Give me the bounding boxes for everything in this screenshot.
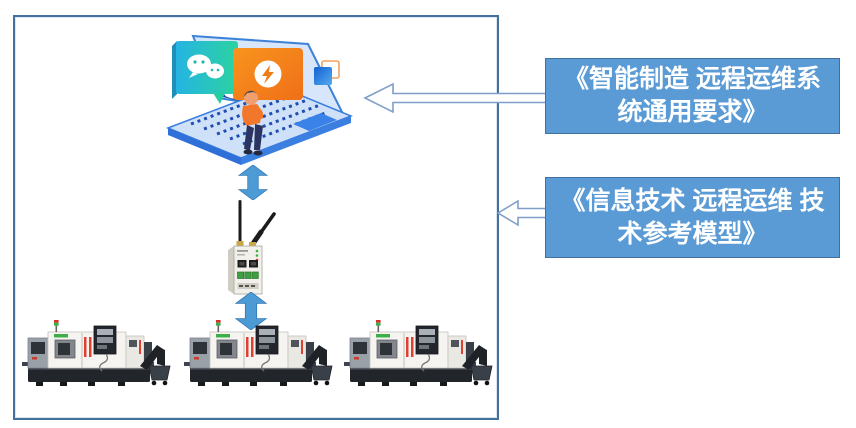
standard-label-line: 术参考模型》 [617, 219, 768, 248]
wechat-chat-panel-icon [172, 41, 238, 104]
standard-label-line: 《智能制造 远程运维系 [564, 65, 821, 93]
cnc-machine-1 [22, 320, 172, 390]
standard-label-information-technology: 《信息技术 远程运维 技 术参考模型》 [545, 177, 840, 258]
user-figure-icon [242, 90, 264, 156]
standard-label-line: 统通用要求》 [617, 98, 768, 126]
pointer-arrow-standard-2 [496, 199, 547, 227]
cnc-machine-2 [184, 320, 334, 390]
wireless-gateway-icon [228, 200, 276, 295]
antenna-icon [236, 200, 276, 248]
trackpad-icon [293, 113, 337, 131]
standard-label-smart-manufacturing: 《智能制造 远程运维系 统通用要求》 [545, 58, 840, 134]
standard-label-line: 《信息技术 远程运维 技 [560, 186, 825, 215]
cnc-machine-3 [344, 320, 494, 390]
pointer-arrow-standard-1 [363, 82, 547, 114]
link-arrow-platform-gateway [238, 164, 268, 201]
lightning-app-panel-icon [233, 48, 303, 100]
app-squares-icon [314, 60, 340, 85]
cloud-platform-illustration [165, 34, 353, 165]
